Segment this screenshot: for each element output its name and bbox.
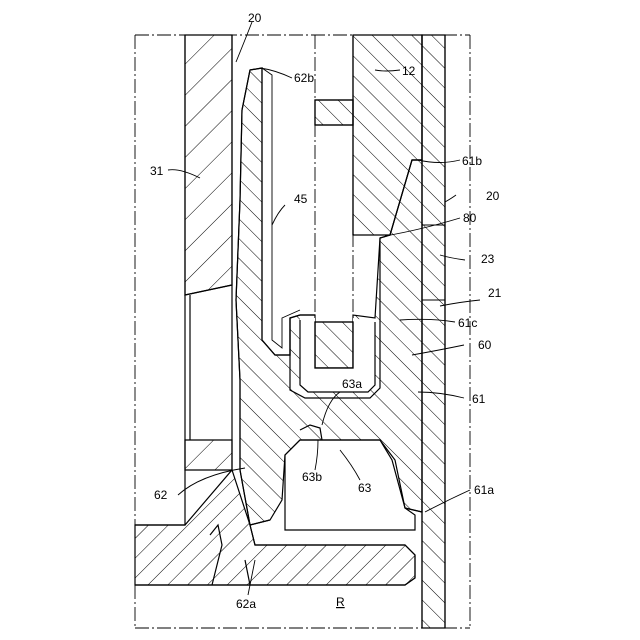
- wall-part-21: [422, 35, 445, 628]
- label-61c: 61c: [458, 316, 477, 330]
- label-20-right: 20: [486, 189, 500, 203]
- wall-part-31: [185, 35, 232, 470]
- label-61b: 61b: [462, 154, 482, 168]
- label-63: 63: [358, 481, 372, 495]
- label-61a: 61a: [474, 483, 494, 497]
- label-23: 23: [481, 252, 495, 266]
- label-R: R: [336, 595, 345, 609]
- label-80: 80: [463, 211, 477, 225]
- label-21: 21: [488, 286, 502, 300]
- label-63b: 63b: [302, 470, 322, 484]
- label-45: 45: [294, 192, 308, 206]
- label-60: 60: [478, 338, 492, 352]
- label-62a: 62a: [236, 597, 256, 611]
- label-62b: 62b: [294, 71, 314, 85]
- label-31: 31: [150, 164, 164, 178]
- label-61: 61: [472, 392, 486, 406]
- label-63a: 63a: [342, 377, 362, 391]
- label-20-top: 20: [248, 11, 262, 25]
- label-62: 62: [154, 488, 168, 502]
- label-12: 12: [402, 64, 416, 78]
